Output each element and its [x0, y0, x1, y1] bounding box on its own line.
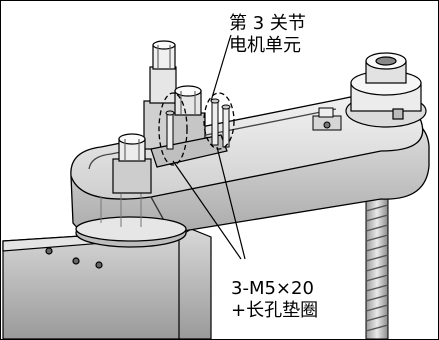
bolt-highlight-right [203, 92, 235, 150]
bolt-highlight-ellipses [158, 92, 235, 166]
ball-screw-shaft [365, 190, 389, 339]
joint-3-motor-unit [143, 40, 228, 168]
bolts-callout-line-2: +长孔垫圈 [231, 300, 319, 321]
bolts-callout: 3-M5×20 +长孔垫圈 [231, 278, 318, 322]
bolt-callout-leader-right [216, 146, 246, 260]
motor-callout-leader [210, 34, 232, 102]
motor-unit-callout: 第 3 关节 电机单元 [229, 13, 306, 57]
bolts-callout-line-1: 3-M5×20 [231, 278, 314, 299]
front-motor [112, 133, 152, 194]
mounting-bolts [165, 98, 231, 150]
motor-callout-line-1: 第 3 关节 [229, 13, 306, 34]
arm-internal-component [312, 107, 342, 131]
motor-callout-line-2: 电机单元 [229, 35, 301, 56]
bolt-callout-leader-left [172, 160, 242, 260]
leader-lines [172, 34, 246, 260]
wrist-housing [345, 52, 427, 128]
bolt-highlight-left [158, 92, 188, 166]
